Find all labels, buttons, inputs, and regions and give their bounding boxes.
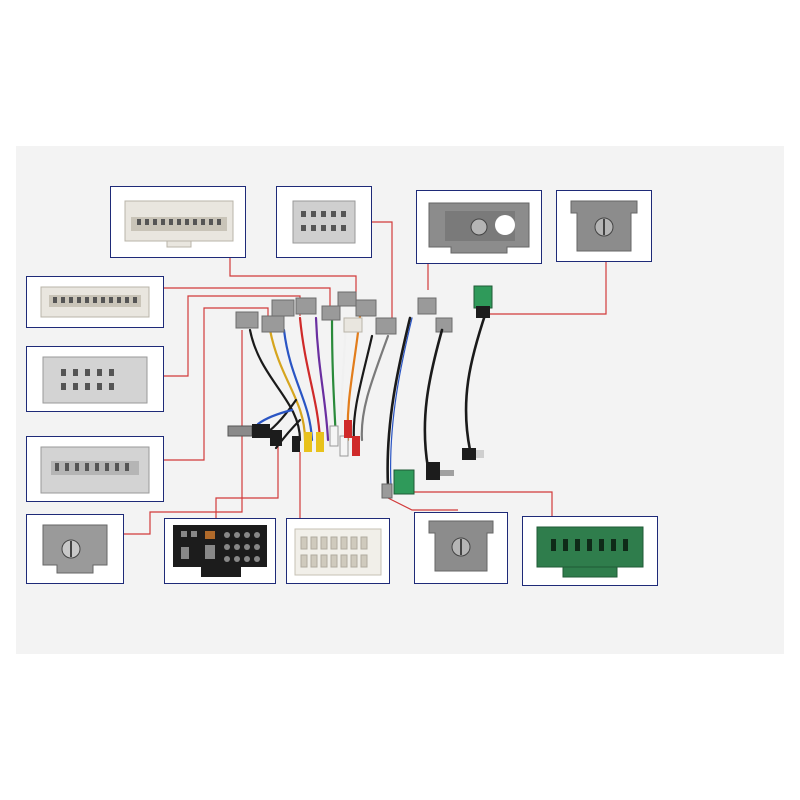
connector-panel-1 [110, 186, 246, 258]
connector-panel-6 [26, 346, 164, 412]
plug-end-tip [476, 450, 484, 458]
leader-line-panel-1 [229, 258, 357, 302]
green-plug [393, 469, 415, 495]
leader-line-panel-2 [372, 221, 393, 318]
connector-panel-3 [416, 190, 542, 264]
grey-single-pin-connector-icon [570, 200, 638, 252]
angled-plug-tip [440, 470, 454, 476]
harness-connector [271, 299, 295, 317]
rca-plug-black [292, 436, 300, 452]
connector-panel-11 [414, 512, 508, 584]
harness-connector [417, 297, 437, 315]
rca-plug-red [344, 420, 352, 438]
grey-round-pin-connector-icon [428, 202, 530, 254]
connector-panel-9 [164, 518, 276, 584]
harness-connector [321, 305, 341, 321]
harness-connector [343, 317, 363, 333]
harness-connectors [235, 291, 453, 335]
connector-panel-4 [556, 190, 652, 262]
cream-wide-multipin-connector-icon [40, 286, 150, 318]
connector-panel-5 [26, 276, 164, 328]
rca-plug-yellow [304, 432, 312, 452]
wire-bundle [248, 314, 390, 450]
connector-panel-12 [522, 516, 658, 586]
cream-multipin-connector-icon [124, 200, 234, 248]
green-multipin-connector-icon [536, 526, 644, 578]
connector-panel-2 [276, 186, 372, 258]
separate-cables [386, 310, 488, 488]
leader-line-panel-7 [164, 307, 269, 461]
rca-plugs [292, 420, 360, 457]
harness-connector [235, 311, 259, 329]
grey-single-pin-connector-icon [42, 524, 108, 574]
harness-connector [355, 299, 377, 317]
leader-line-panel-11 [383, 495, 458, 511]
plug-boot [476, 306, 490, 318]
white-multipin-female-connector-icon [294, 528, 382, 576]
grey-square-multipin-connector-icon [42, 356, 148, 404]
connector-panel-10 [286, 518, 390, 584]
harness-connector [337, 291, 357, 307]
grey-multipin-connector-icon [292, 200, 356, 244]
leader-line-panel-4 [490, 262, 607, 315]
grey-wide-multipin-connector-icon [40, 446, 150, 494]
rca-plug-yellow [316, 432, 324, 452]
harness-connector [375, 317, 397, 335]
black-iso-connector-icon [173, 525, 267, 577]
harness-connector [295, 297, 317, 315]
connector-panel-8 [26, 514, 124, 584]
green-plug [473, 285, 493, 309]
plug-end [462, 448, 476, 460]
grey-plug [381, 483, 393, 499]
rca-plug-white [329, 425, 339, 447]
rca-plug-red [352, 436, 360, 456]
harness-connector [435, 317, 453, 333]
antenna-adapter [227, 424, 282, 446]
harness-connector [261, 315, 285, 333]
connector-panel-7 [26, 436, 164, 502]
rca-plug-white [339, 435, 349, 457]
angled-plug [426, 462, 440, 480]
leader-line-panel-9 [215, 444, 279, 520]
leader-line-panel-12 [412, 491, 553, 516]
grey-single-pin-connector-icon [428, 520, 494, 572]
leader-line-panel-8 [124, 330, 243, 535]
